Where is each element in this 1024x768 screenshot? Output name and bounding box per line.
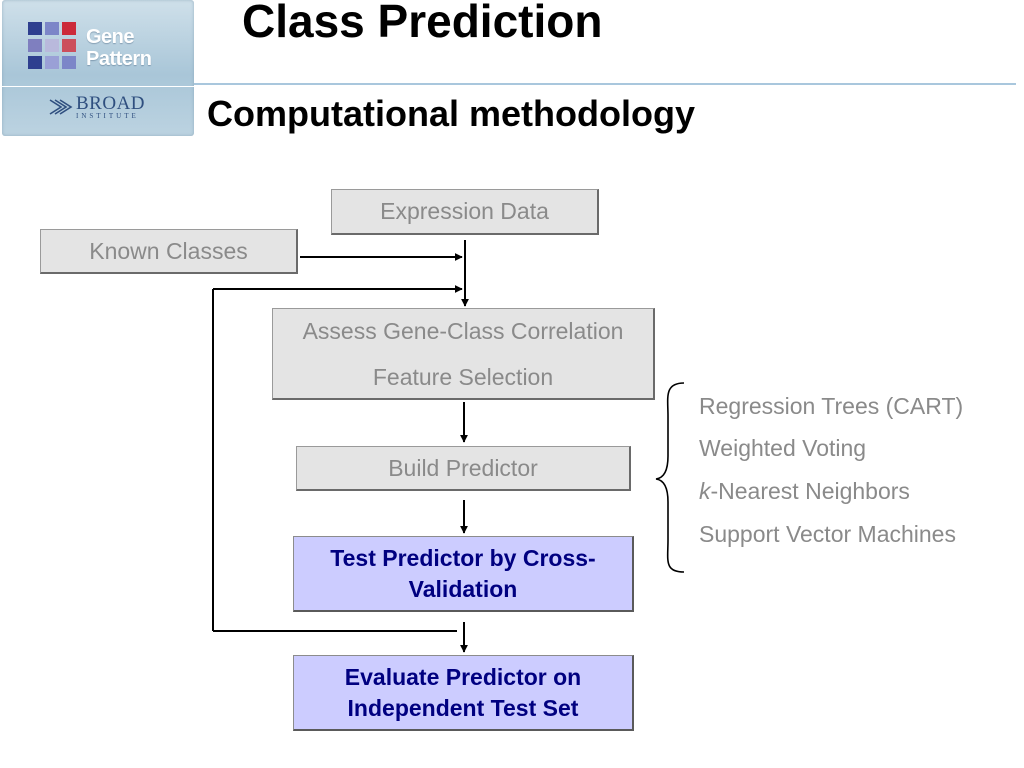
evaluate-predictor-box: Evaluate Predictor on Independent Test S… (293, 655, 634, 731)
logo-cell (45, 22, 59, 35)
logo-divider (2, 86, 194, 87)
method-knn: k-Nearest Neighbors (699, 478, 910, 505)
logo-grid-icon (28, 22, 78, 70)
method-cart: Regression Trees (CART) (699, 393, 964, 419)
test-predictor-box: Test Predictor by Cross-Validation (293, 536, 634, 612)
logo-word-pattern: Pattern (86, 48, 152, 70)
feature-selection-label: Feature Selection (372, 363, 554, 390)
knn-k: k (699, 478, 711, 504)
logo-cell (28, 39, 42, 52)
build-predictor-box: Build Predictor (296, 446, 631, 491)
logo-cell (45, 56, 59, 69)
known-classes-box: Known Classes (40, 229, 298, 274)
genepattern-logo: Gene Pattern BROAD INSTITUTE (2, 0, 194, 136)
knn-rest: -Nearest Neighbors (710, 478, 910, 504)
page-subtitle: Computational methodology (207, 93, 695, 134)
logo-cell (28, 22, 42, 35)
assess-correlation-box: Assess Gene-Class Correlation Feature Se… (272, 308, 655, 400)
logo-cell (45, 39, 59, 52)
broad-subtitle: INSTITUTE (76, 112, 139, 120)
page-title: Class Prediction (242, 0, 603, 47)
logo-cell (62, 56, 76, 69)
logo-cell (62, 39, 76, 52)
known-classes-label: Known Classes (89, 237, 248, 264)
logo-cell (28, 56, 42, 69)
method-svm: Support Vector Machines (699, 521, 956, 547)
evaluate-predictor-label: Evaluate Predictor on Independent Test S… (344, 663, 582, 721)
title-rule (194, 83, 1016, 85)
test-predictor-label: Test Predictor by Cross-Validation (330, 544, 596, 602)
build-predictor-label: Build Predictor (388, 454, 538, 481)
logo-cell (62, 22, 76, 35)
logo-word-gene: Gene (86, 26, 135, 48)
assess-correlation-label: Assess Gene-Class Correlation (302, 317, 624, 344)
curly-brace (655, 382, 685, 573)
expression-data-box: Expression Data (331, 189, 599, 235)
broad-mark-icon (49, 99, 73, 115)
method-weighted-voting: Weighted Voting (699, 435, 867, 461)
expression-data-label: Expression Data (380, 198, 549, 224)
broad-name: BROAD (76, 93, 146, 114)
